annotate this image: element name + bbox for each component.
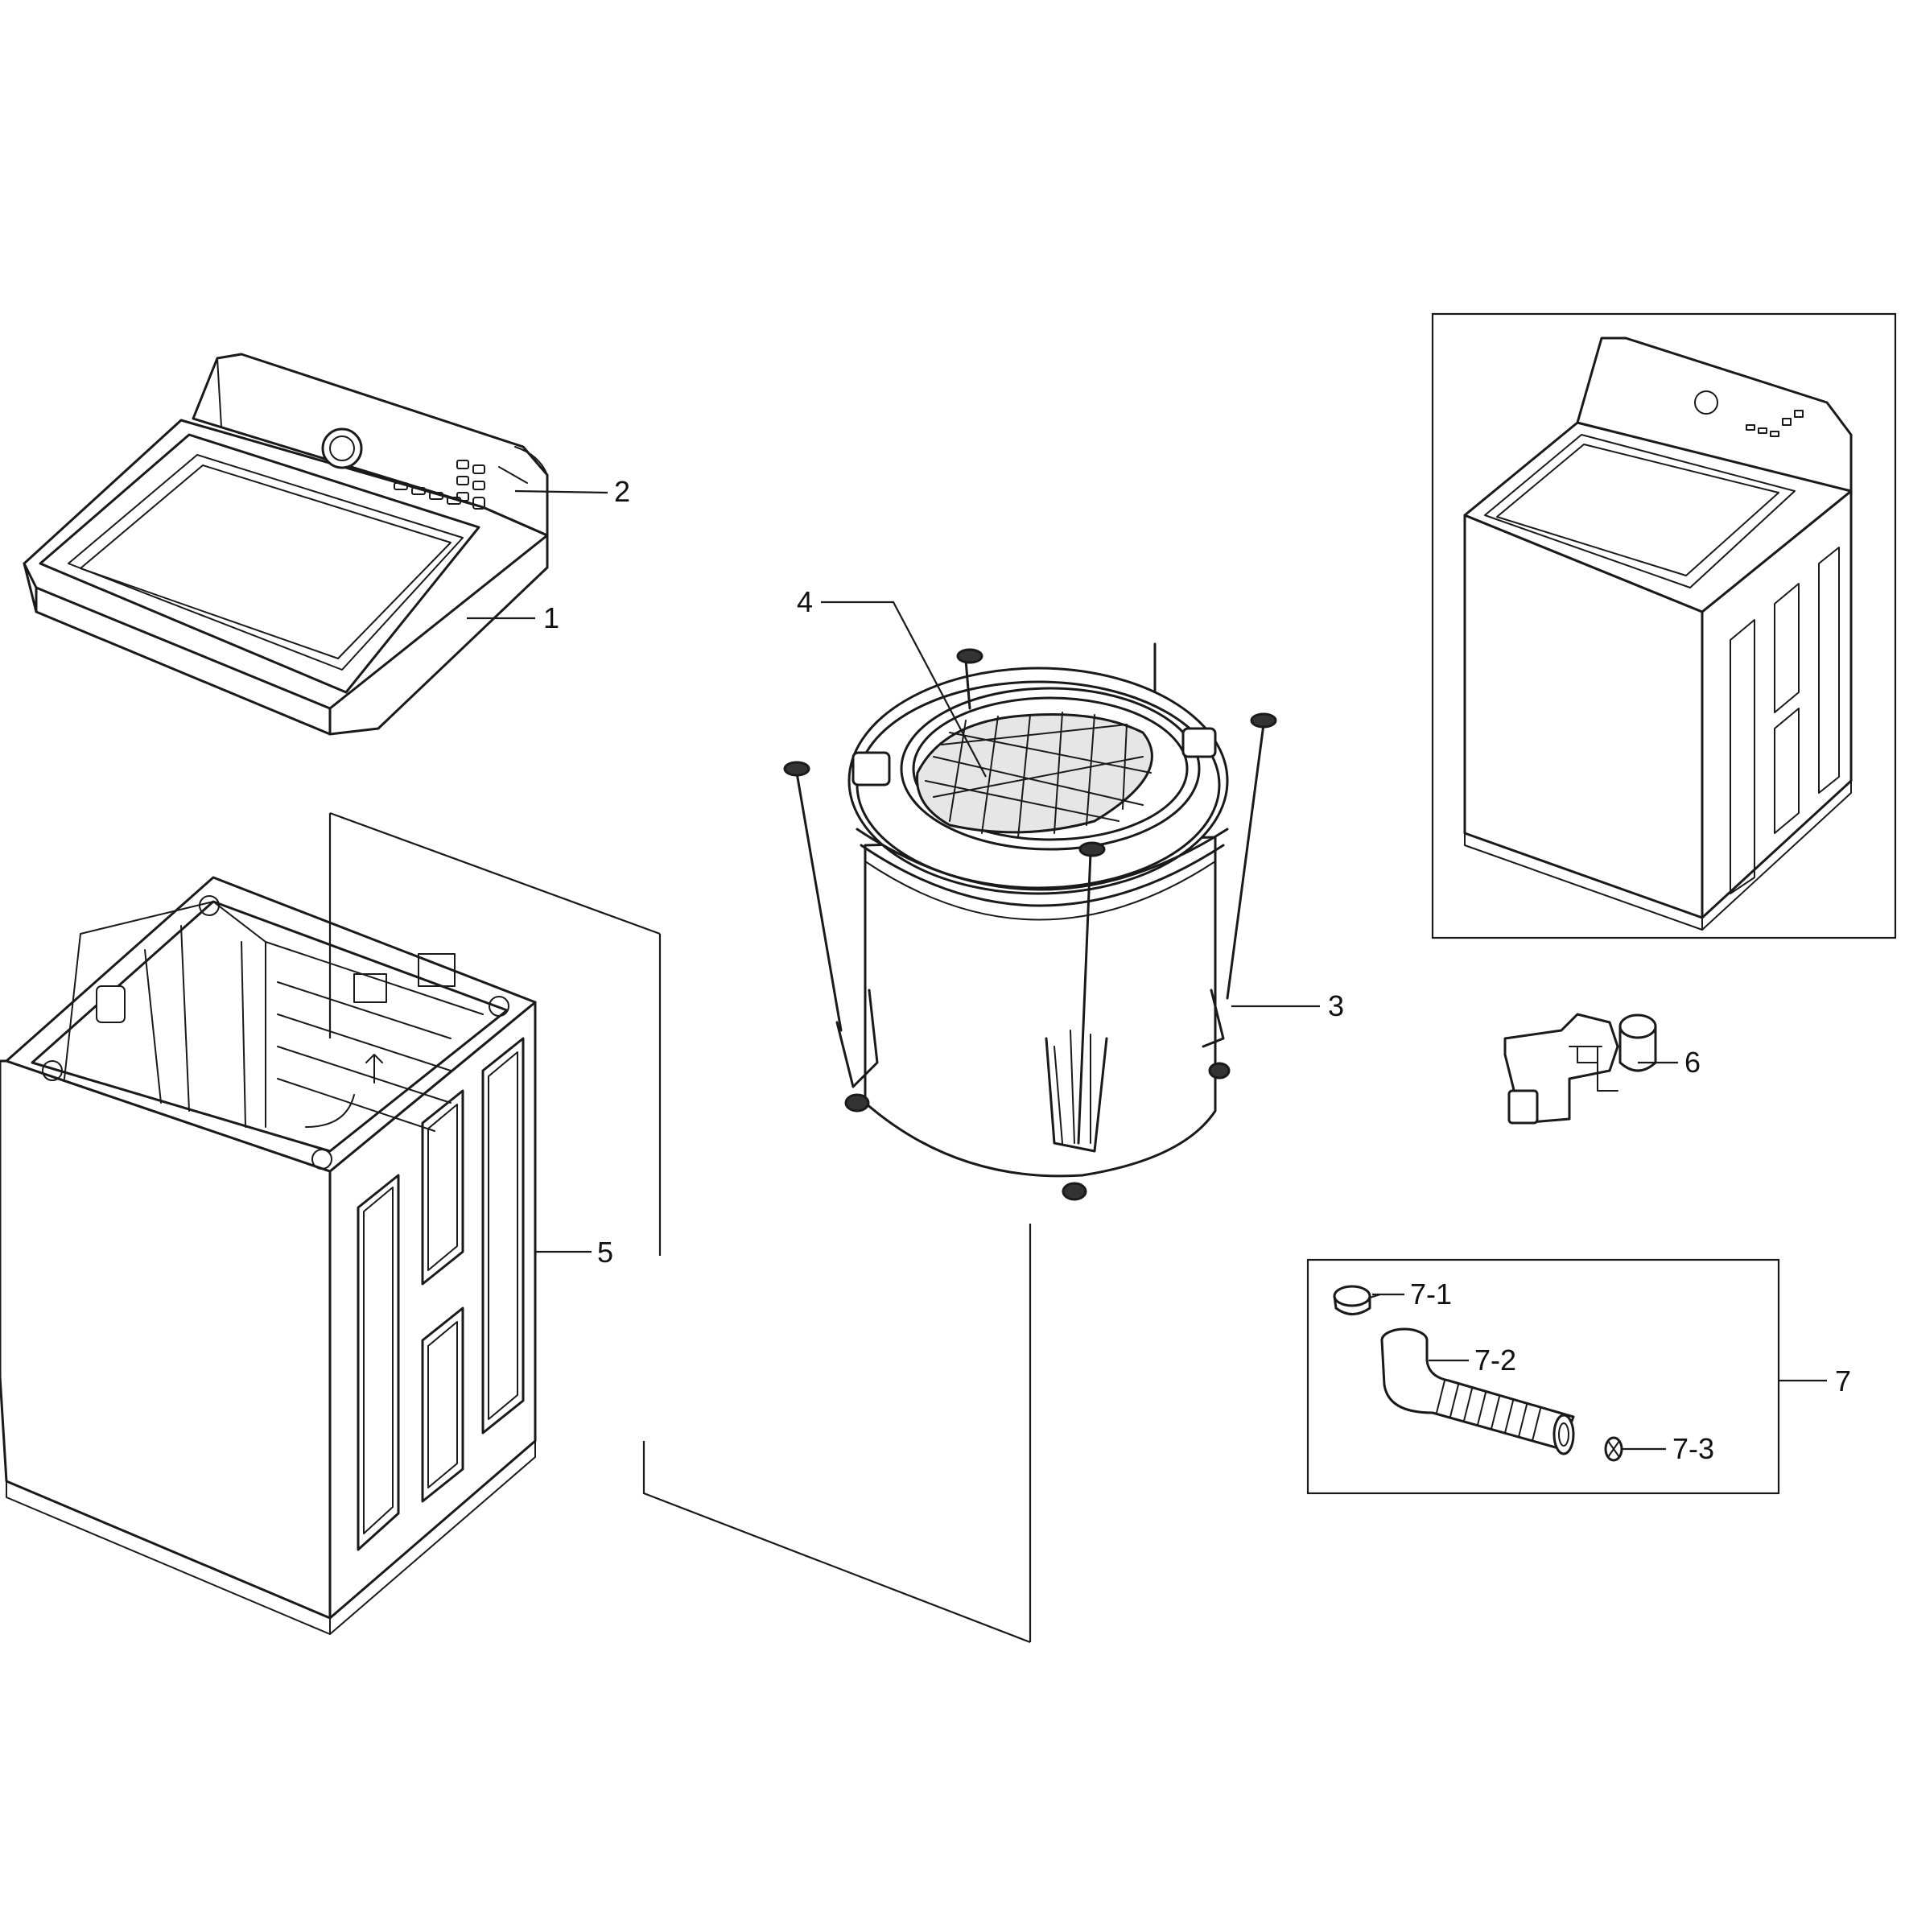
hose-clamp-7-3 [1604, 1436, 1623, 1462]
callout-7-1: 7-1 [1410, 1278, 1452, 1311]
pulsator-mesh [916, 712, 1153, 838]
callout-2: 2 [614, 475, 630, 508]
callout-4: 4 [797, 585, 813, 618]
water-valve [1503, 1013, 1657, 1125]
top-lid-assembly [23, 353, 549, 736]
guide-frame [328, 811, 1032, 1644]
callout-1: 1 [543, 601, 559, 634]
tub-assembly [783, 642, 1277, 1201]
callout-7-2: 7-2 [1474, 1344, 1516, 1377]
callout-6: 6 [1684, 1046, 1701, 1079]
cabinet [0, 876, 537, 1635]
assembled-reference-view [1431, 312, 1897, 939]
drain-hose-7-2 [1380, 1327, 1575, 1455]
hose-clamp-7-1 [1333, 1285, 1381, 1315]
callout-7-3: 7-3 [1672, 1432, 1714, 1465]
leader-lines [467, 489, 1827, 1451]
hose-kit [1306, 1258, 1780, 1495]
callout-5: 5 [597, 1236, 613, 1269]
callout-3: 3 [1328, 989, 1344, 1022]
callout-7: 7 [1835, 1364, 1851, 1397]
